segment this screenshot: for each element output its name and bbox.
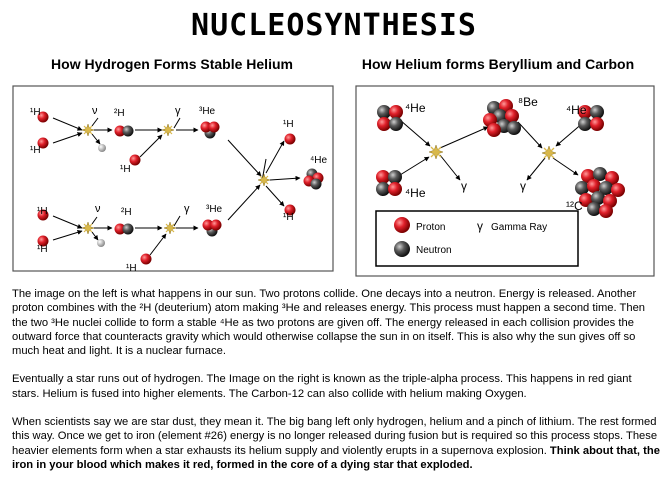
collision-star-icon	[81, 123, 95, 137]
helium-4-nucleus	[376, 170, 402, 196]
left-diagram-heading: How Hydrogen Forms Stable Helium	[51, 56, 293, 72]
right-diagram-heading: How Helium forms Beryllium and Carbon	[361, 56, 635, 72]
label-h1: ¹H	[120, 164, 131, 175]
label-h2: ²H	[121, 207, 132, 218]
beryllium-8-nucleus	[483, 99, 521, 137]
label-c12: ¹²C	[566, 199, 583, 213]
proton	[37, 209, 49, 221]
collision-star-icon	[163, 221, 177, 235]
label-h1: ¹H	[37, 206, 48, 217]
collision-star-icon	[541, 145, 557, 161]
legend-neutron-swatch	[394, 241, 410, 257]
legend-gamma-label: Gamma Ray	[491, 222, 547, 233]
positron	[98, 144, 106, 152]
helium-4-nucleus	[303, 168, 324, 190]
label-h1: ¹H	[37, 244, 48, 255]
proton	[284, 204, 296, 216]
explanation-text: The image on the left is what happens in…	[12, 287, 660, 472]
label-he4: ⁴He	[566, 103, 587, 117]
label-neutrino: ν	[95, 203, 101, 215]
paragraph-red-giant: Eventually a star runs out of hydrogen. …	[12, 373, 632, 400]
collision-star-icon	[81, 221, 95, 235]
triple-alpha-process: ⁴He ⁸Be ⁴He ⁴He γ γ ¹²C Proton γ Gamma R…	[375, 95, 625, 267]
left-diagram-frame	[12, 85, 334, 272]
left-diagram-labels: ¹H ¹H ν ²H γ ¹H ³He ¹H ⁴He ¹H ¹H ¹H ν ²H…	[30, 105, 328, 274]
page-title: NUCLEOSYNTHESIS	[191, 8, 477, 43]
carbon-12-nucleus	[575, 167, 625, 218]
helium-4-nucleus	[377, 105, 403, 131]
proton	[37, 137, 49, 149]
label-gamma: γ	[175, 105, 181, 117]
helium-3-nucleus	[202, 219, 222, 237]
paragraph-star-dust-text: When scientists say we are star dust, th…	[12, 416, 658, 457]
legend-proton-label: Proton	[416, 222, 445, 233]
paragraph-sun: The image on the left is what happens in…	[12, 288, 646, 358]
collision-star-icon	[257, 173, 271, 187]
label-he4: ⁴He	[405, 186, 426, 200]
collision-star-icon	[161, 123, 175, 137]
deuterium-nucleus	[114, 125, 134, 137]
label-be8: ⁸Be	[518, 95, 538, 109]
positron	[97, 239, 105, 247]
label-gamma: γ	[461, 179, 467, 193]
proton	[140, 253, 152, 265]
label-h1: ¹H	[283, 212, 294, 223]
label-h1: ¹H	[30, 107, 41, 118]
bottom-chain	[37, 184, 261, 265]
helium-3-nucleus	[200, 121, 220, 139]
collision-star-icon	[428, 144, 444, 160]
helium-4-nucleus	[578, 105, 604, 131]
paragraph-star-dust: When scientists say we are star dust, th…	[12, 415, 660, 472]
legend-neutron-label: Neutron	[416, 245, 452, 256]
proton	[37, 235, 49, 247]
label-neutrino: ν	[92, 105, 98, 117]
deuterium-nucleus	[114, 223, 134, 235]
label-h2: ²H	[114, 108, 125, 119]
label-gamma: γ	[184, 203, 190, 215]
proton	[129, 154, 141, 166]
label-gamma: γ	[520, 179, 526, 193]
top-chain	[37, 111, 324, 216]
legend-gamma-symbol: γ	[477, 219, 483, 233]
label-he3: ³He	[206, 204, 223, 215]
proton	[284, 133, 296, 145]
legend-proton-swatch	[394, 217, 410, 233]
label-h1: ¹H	[30, 145, 41, 156]
legend: Proton γ Gamma Ray Neutron	[375, 210, 579, 267]
label-h1: ¹H	[283, 119, 294, 130]
label-h1: ¹H	[126, 263, 137, 274]
label-he4: ⁴He	[405, 101, 426, 115]
label-he3: ³He	[199, 106, 216, 117]
label-he4: ⁴He	[310, 155, 328, 166]
proton	[37, 111, 49, 123]
paragraph-star-dust-emphasis: Think about that, the iron in your blood…	[12, 444, 660, 471]
right-diagram-frame	[355, 85, 655, 277]
